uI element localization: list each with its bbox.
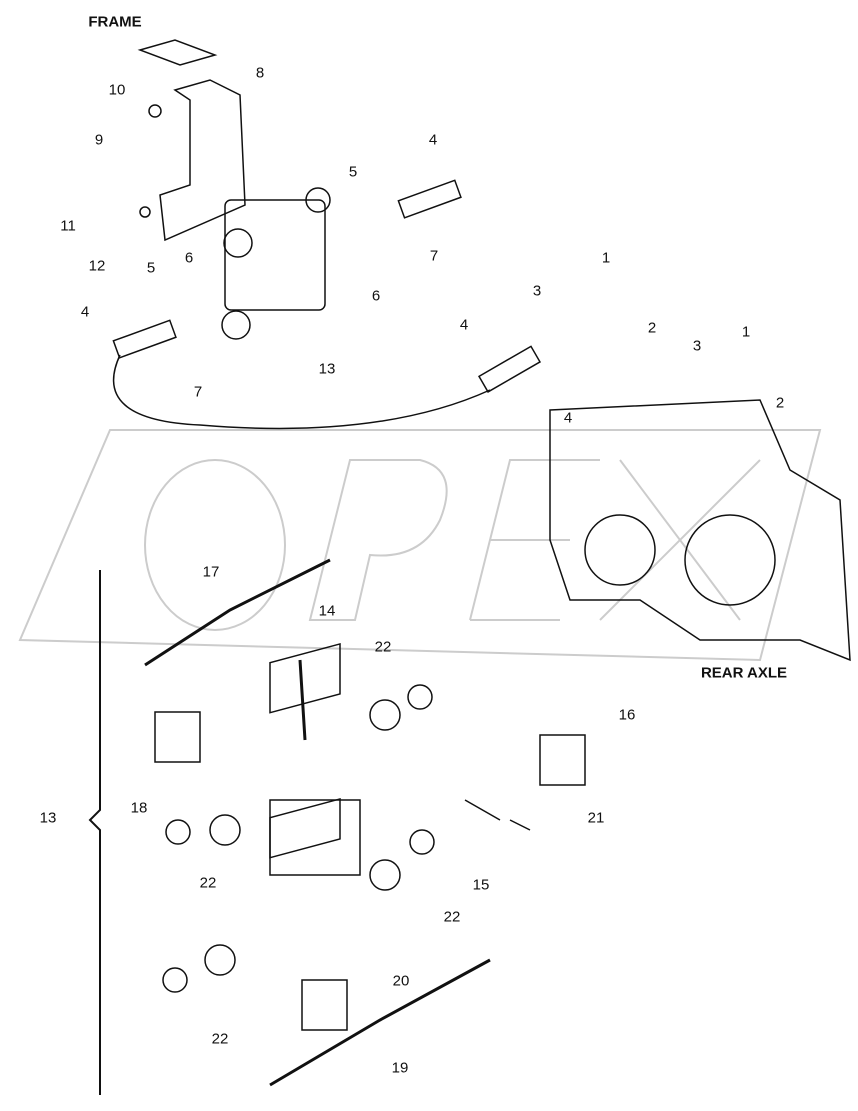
- callout: 15: [472, 876, 490, 894]
- callout: 22: [374, 638, 392, 656]
- callout: 6: [371, 287, 381, 305]
- bracket-19: [269, 958, 491, 1087]
- callout: 22: [199, 874, 217, 892]
- callout: 5: [348, 163, 358, 181]
- callout: 17: [202, 563, 220, 581]
- callout: 22: [211, 1030, 229, 1048]
- callout: 5: [146, 259, 156, 277]
- callout: 3: [692, 337, 702, 355]
- callout: 2: [775, 394, 785, 412]
- callout: 6: [184, 249, 194, 267]
- callout: 8: [255, 64, 265, 82]
- callout: 4: [428, 131, 438, 149]
- callout: 14: [318, 602, 336, 620]
- callout: 1: [741, 323, 751, 341]
- valve-block-icon: [224, 199, 326, 311]
- callout: 21: [587, 809, 605, 827]
- frame-mount-icon: [137, 39, 218, 66]
- callout: 18: [130, 799, 148, 817]
- callout: 4: [459, 316, 469, 334]
- callout: 12: [88, 257, 106, 275]
- callout: 2: [647, 319, 657, 337]
- callout: 1: [601, 249, 611, 267]
- callout: 11: [60, 217, 76, 235]
- callout: 3: [532, 282, 542, 300]
- callout: 4: [80, 303, 90, 321]
- callout: 7: [429, 247, 439, 265]
- bracket-13: [88, 570, 101, 1095]
- axle-housing-icon: [549, 399, 851, 662]
- rear-axle-label: REAR AXLE: [700, 664, 788, 682]
- callout: 13: [39, 809, 57, 827]
- callout: 22: [443, 908, 461, 926]
- bracket-icon: [159, 79, 246, 242]
- hose-icon: [112, 354, 491, 430]
- bracket-17: [144, 558, 331, 667]
- callout: 9: [94, 131, 104, 149]
- callout: 20: [392, 972, 410, 990]
- frame-label: FRAME: [88, 13, 142, 31]
- callout: 19: [391, 1059, 409, 1077]
- callout: 7: [193, 383, 203, 401]
- watermark-logo: [18, 429, 822, 662]
- callout: 13: [318, 360, 336, 378]
- callout: 16: [618, 706, 636, 724]
- callout: 4: [563, 409, 573, 427]
- callout: 10: [108, 81, 126, 99]
